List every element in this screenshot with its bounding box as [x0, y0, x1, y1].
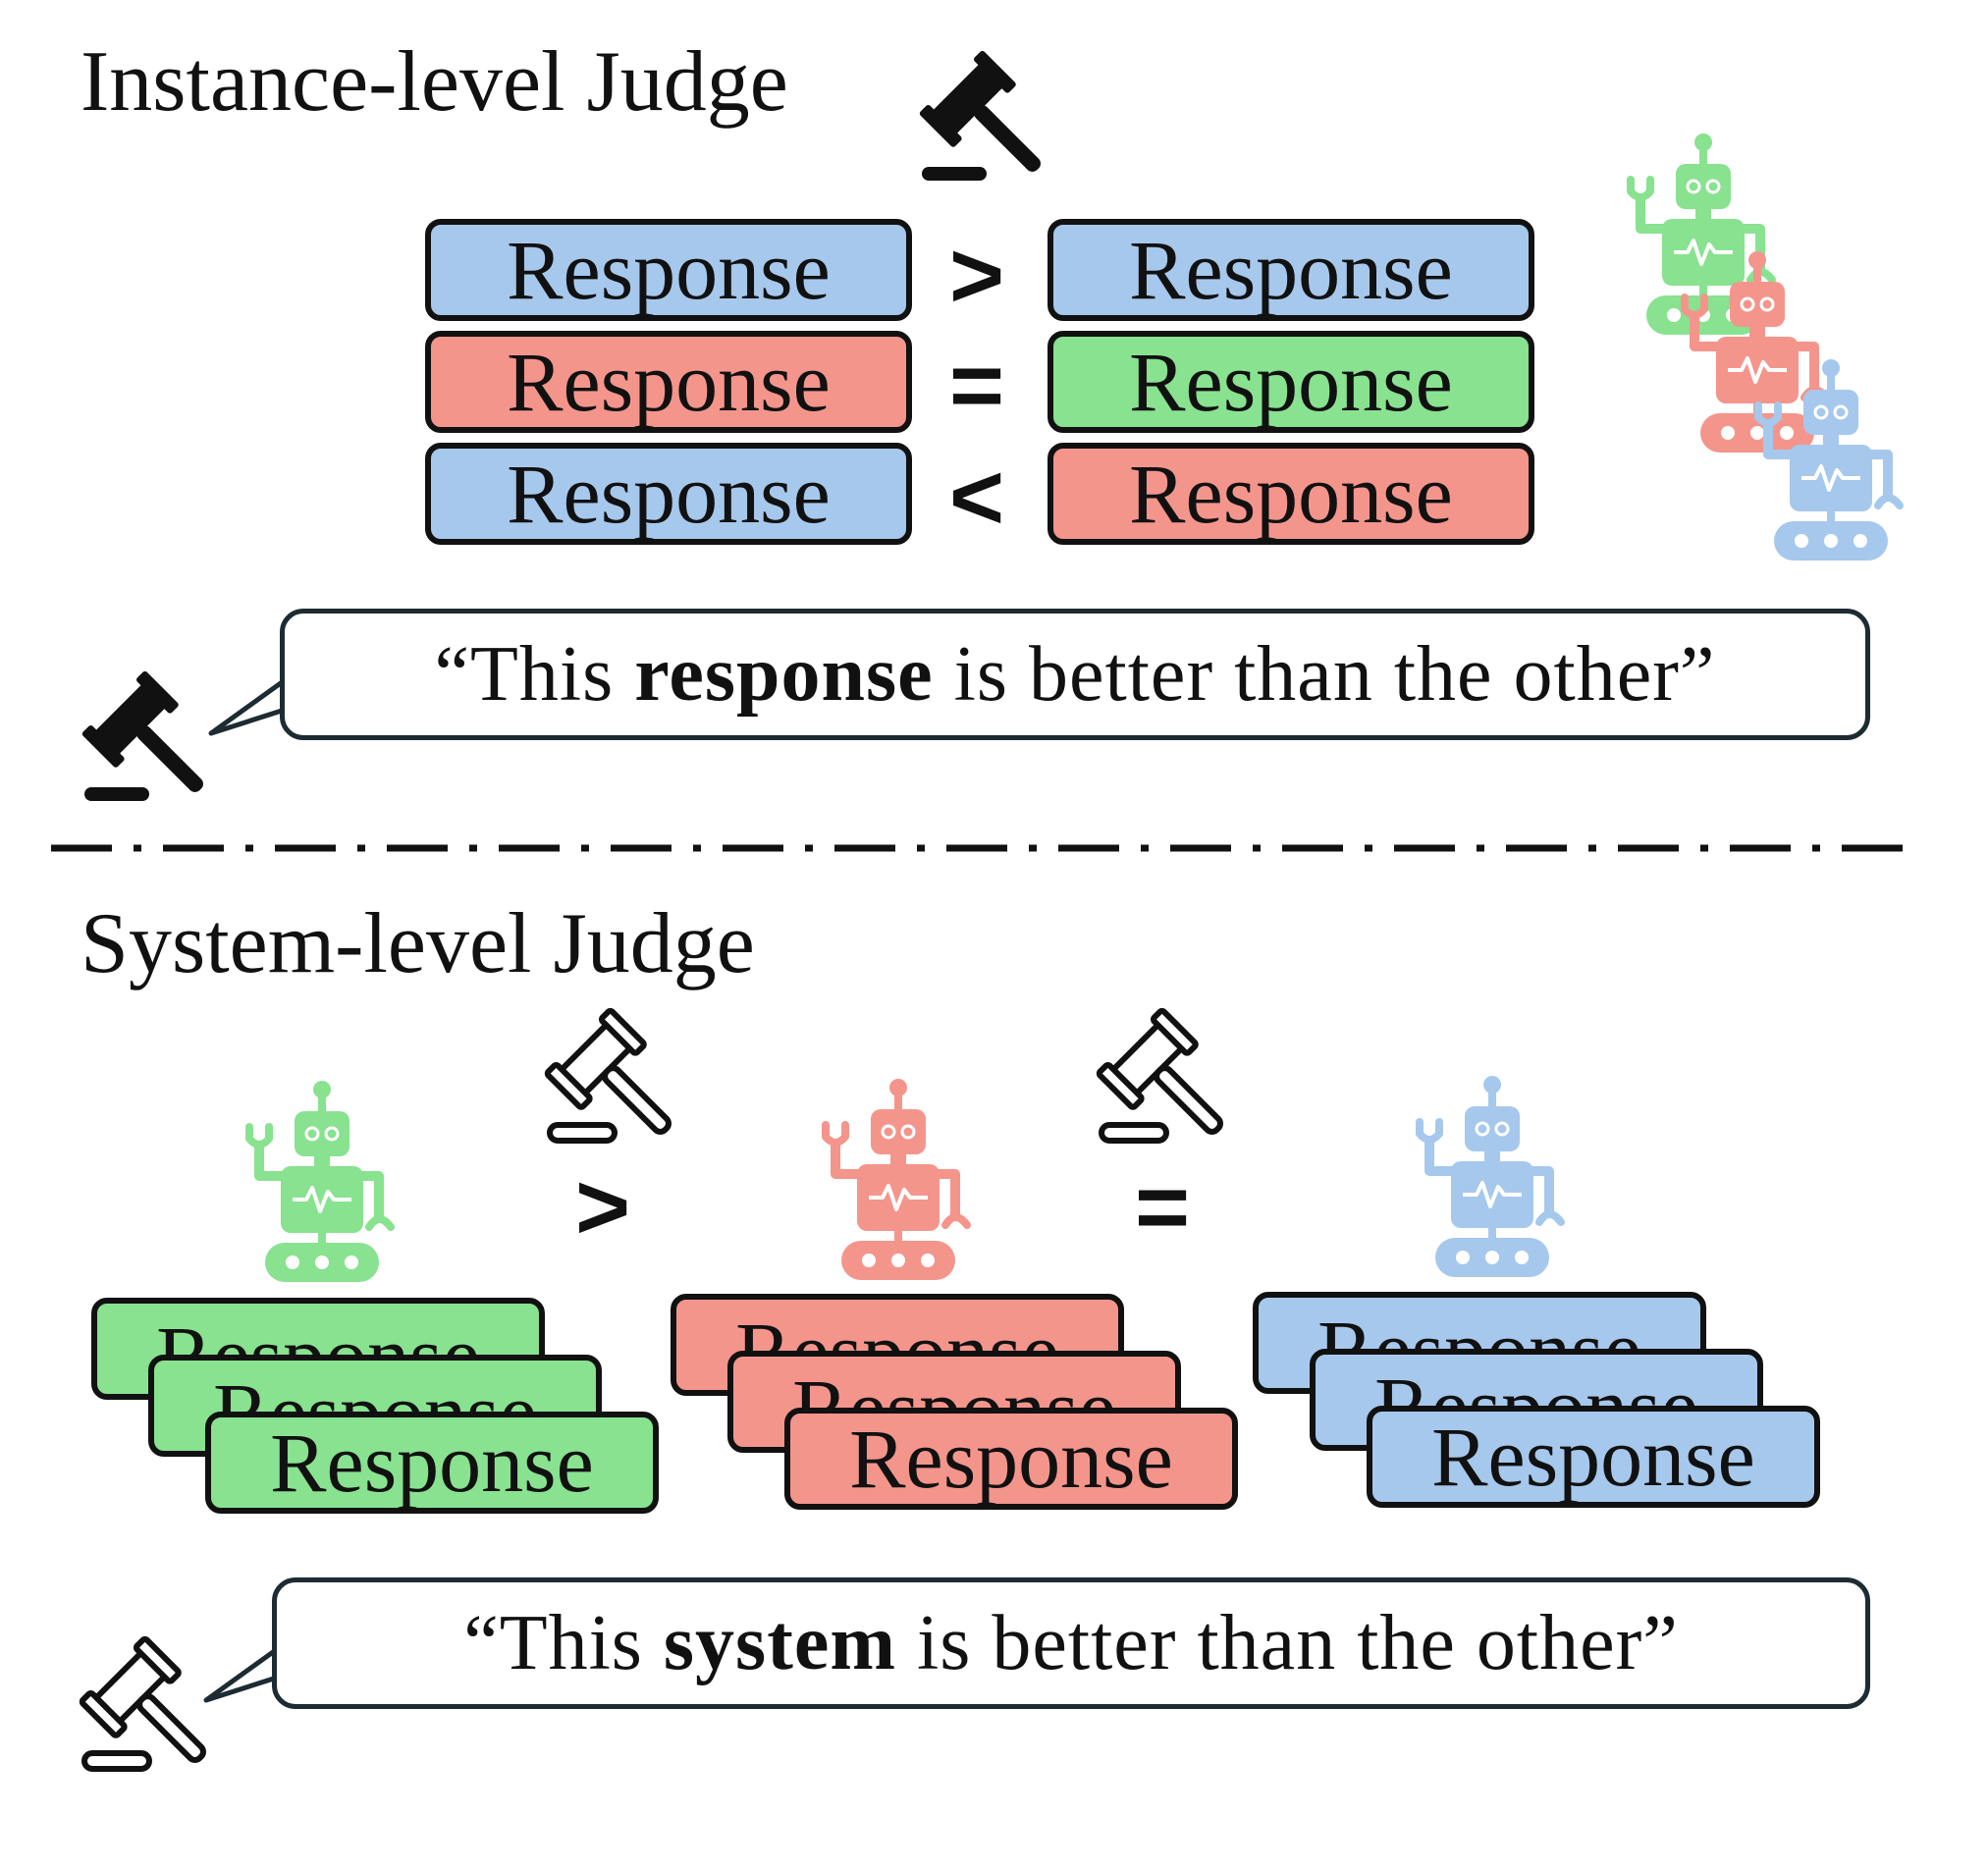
section-divider	[51, 844, 1916, 852]
instance-row-2-right: Response	[1048, 331, 1534, 433]
instance-row-1-left: Response	[425, 219, 912, 321]
instance-quote-suffix: is better than the other”	[933, 630, 1716, 718]
system-quote-bubble: “This system is better than the other”	[272, 1577, 1870, 1709]
robot-icon	[243, 1080, 401, 1286]
robot-icon	[1679, 250, 1836, 456]
instance-row-2-operator: =	[948, 333, 1005, 438]
instance-heading: Instance-level Judge	[81, 34, 788, 130]
instance-row-2-left: Response	[425, 331, 912, 433]
robot-icon	[1752, 358, 1909, 564]
system-2-response-3: Response	[784, 1408, 1238, 1510]
bubble-tail	[203, 1644, 282, 1703]
system-quote-suffix: is better than the other”	[895, 1599, 1679, 1686]
instance-row-1-operator: >	[948, 223, 1005, 328]
system-3-response-3: Response	[1367, 1406, 1820, 1508]
system-operator-1: >	[574, 1154, 631, 1259]
system-operator-2: =	[1134, 1154, 1191, 1259]
system-quote-prefix: “This	[463, 1599, 664, 1686]
system-heading: System-level Judge	[81, 896, 755, 991]
instance-row-1-right: Response	[1048, 219, 1534, 321]
instance-quote-prefix: “This	[434, 630, 635, 718]
gavel-icon	[81, 670, 203, 801]
instance-quote-bubble: “This response is better than the other”	[280, 609, 1870, 740]
gavel-icon	[79, 1635, 206, 1772]
gavel-icon	[1096, 1007, 1223, 1144]
bubble-tail	[208, 677, 287, 736]
instance-quote-emphasis: response	[634, 630, 934, 718]
instance-row-3-right: Response	[1048, 443, 1534, 545]
instance-row-3-left: Response	[425, 443, 912, 545]
gavel-icon	[544, 1007, 672, 1144]
robot-icon	[820, 1078, 977, 1284]
robot-icon	[1414, 1075, 1571, 1281]
gavel-icon	[919, 50, 1041, 181]
instance-row-3-operator: <	[948, 445, 1005, 550]
system-quote-emphasis: system	[663, 1599, 896, 1686]
system-1-response-3: Response	[205, 1412, 659, 1514]
